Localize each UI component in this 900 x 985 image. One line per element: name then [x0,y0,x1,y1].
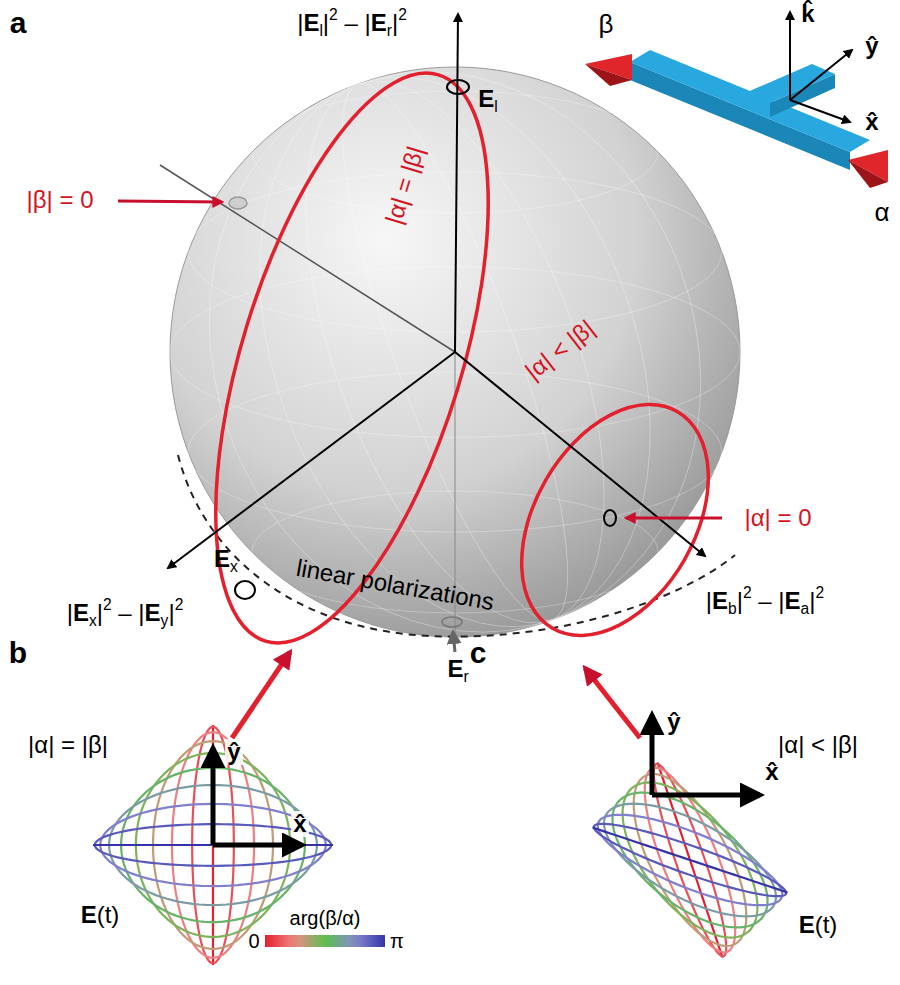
pointer-arrow [585,668,640,738]
axis-label: x̂ [865,109,878,135]
axis-label: |El|2 – |Er|2 [297,6,407,39]
waveguide-inset [585,12,888,188]
small-circle [483,372,747,669]
circle-label: |α| < |β| [520,315,599,385]
circle-label: |α| = |β| [381,143,430,227]
polarization-ellipses [593,763,788,958]
axis-label: |Ex|2 – |Ey|2 [67,596,184,629]
equator-label: linear polarizations [294,555,496,616]
axis-arrow [211,748,216,845]
axis-label: ŷ [665,709,682,735]
pole-marker [442,617,462,627]
pole-label: Ex [214,546,238,575]
colorbar-title: arg(β/α) [290,907,361,929]
pointer-arrow [626,517,722,520]
panel-letter: a [10,6,27,39]
axis-arrow [455,352,705,556]
point-label: |α| = 0 [744,505,811,531]
pointer-arrow [232,652,290,738]
axis-arrow [652,793,760,798]
sphere-grid [132,2,778,702]
port-label: β [599,10,614,39]
field-label: E(t) [799,912,838,938]
condition-label: |α| < |β| [778,732,858,758]
point-marker [604,510,616,526]
axis-arrow [455,14,458,352]
axis-label: k̂ [801,1,814,27]
color-bar [265,935,385,947]
port-label: α [874,198,889,227]
field-label: E(t) [81,902,120,928]
pointer-arrow [118,201,222,202]
axis-arrow [168,352,455,568]
axis-label: x̂ [763,759,780,785]
panel-letter: c [470,636,487,669]
axis-arrow [650,715,655,795]
axis-label: |Eb|2 – |Ea|2 [706,584,824,617]
axis-label: ŷ [865,33,878,59]
colorbar-tick: 0 [248,930,259,952]
colorbar-tick: π [390,930,404,952]
panel-letter: b [9,636,27,669]
point-label: |β| = 0 [27,187,94,213]
great-circle [160,43,543,673]
pole-marker [229,197,247,209]
axis-label: x̂ [291,811,308,837]
pole-marker [447,80,469,94]
axis-label: ŷ [225,739,242,765]
pole-label: El [478,86,497,115]
pointer-arrow [453,632,455,652]
equator-dashed [178,455,735,637]
pole-label: Er [447,656,468,685]
condition-label: |α| = |β| [28,732,108,758]
polarization-ellipses [93,725,333,965]
point-marker [235,581,255,599]
axis-arrow [213,843,302,848]
